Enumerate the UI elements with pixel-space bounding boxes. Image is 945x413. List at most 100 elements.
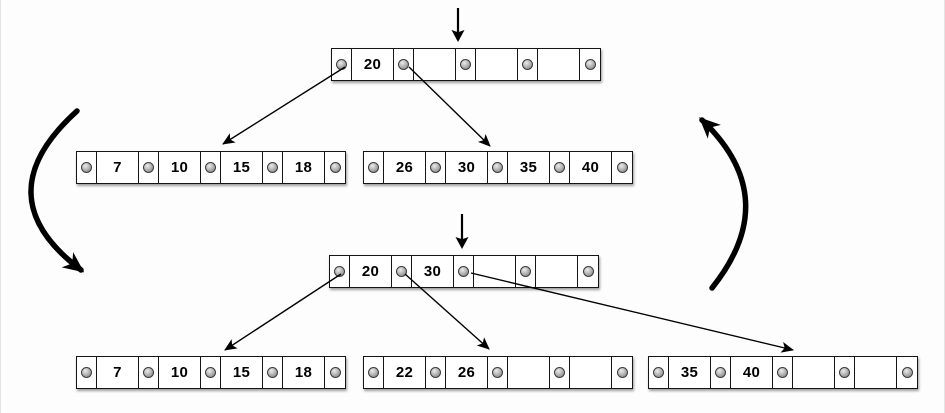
key-cell: 30 <box>412 256 454 287</box>
pointer-cell <box>773 357 793 388</box>
pointer-dot-icon <box>430 162 441 173</box>
pointer-cell <box>550 357 570 388</box>
key-cell <box>474 256 516 287</box>
cycle-arrow-right-icon <box>699 117 749 291</box>
key-cell: 15 <box>221 357 263 388</box>
pointer-dot-icon <box>458 266 469 277</box>
pointer-cell <box>332 49 352 80</box>
pointer-dot-icon <box>329 367 341 378</box>
key-cell: 20 <box>352 49 394 80</box>
pointer-cell <box>263 357 283 388</box>
key-cell: 10 <box>159 152 201 183</box>
key-cell: 15 <box>221 152 263 183</box>
key-cell: 26 <box>446 357 488 388</box>
pointer-dot-icon <box>522 59 533 70</box>
key-cell: 20 <box>350 256 392 287</box>
key-cell <box>793 357 835 388</box>
pointer-dot-icon <box>584 59 596 70</box>
key-cell: 40 <box>570 152 612 183</box>
key-cell <box>538 49 580 80</box>
pointer-cell <box>550 152 570 183</box>
pointer-cell <box>516 256 536 287</box>
pointer-cell <box>612 152 632 183</box>
pointer-cell <box>325 152 345 183</box>
pointer-cell <box>580 49 600 80</box>
key-cell <box>476 49 518 80</box>
child-pointer-arrow-before-left <box>222 66 346 145</box>
key-cell: 40 <box>731 357 773 388</box>
key-cell: 35 <box>508 152 550 183</box>
pointer-cell <box>578 256 598 287</box>
key-cell: 18 <box>283 152 325 183</box>
pointer-dot-icon <box>582 266 594 277</box>
pointer-dot-icon <box>616 367 628 378</box>
pointer-dot-icon <box>460 59 471 70</box>
key-cell <box>508 357 550 388</box>
pointer-dot-icon <box>336 59 347 70</box>
key-cell <box>414 49 456 80</box>
pointer-cell <box>392 256 412 287</box>
key-cell <box>855 357 897 388</box>
pointer-cell <box>263 152 283 183</box>
pointer-dot-icon <box>554 367 565 378</box>
pointer-dot-icon <box>430 367 441 378</box>
pointer-cell <box>426 152 446 183</box>
pointer-dot-icon <box>205 367 216 378</box>
pointer-dot-icon <box>368 367 379 378</box>
pointer-cell <box>394 49 414 80</box>
pointer-cell <box>426 357 446 388</box>
key-cell: 26 <box>384 152 426 183</box>
btree-node-after-child-right: 35 40 <box>648 356 918 389</box>
pointer-cell <box>897 357 917 388</box>
pointer-cell <box>201 357 221 388</box>
key-cell: 7 <box>97 152 139 183</box>
btree-node-before-child-right: 26 30 35 40 <box>363 151 633 184</box>
pointer-dot-icon <box>81 367 92 378</box>
pointer-dot-icon <box>554 162 565 173</box>
pointer-dot-icon <box>777 367 788 378</box>
pointer-cell <box>456 49 476 80</box>
pointer-dot-icon <box>143 162 154 173</box>
key-cell: 22 <box>384 357 426 388</box>
pointer-cell <box>330 256 350 287</box>
pointer-dot-icon <box>368 162 379 173</box>
key-cell: 30 <box>446 152 488 183</box>
pointer-dot-icon <box>653 367 664 378</box>
pointer-dot-icon <box>492 367 503 378</box>
pointer-cell <box>711 357 731 388</box>
pointer-cell <box>488 152 508 183</box>
key-cell: 35 <box>669 357 711 388</box>
key-cell: 10 <box>159 357 201 388</box>
key-cell <box>536 256 578 287</box>
pointer-cell <box>77 152 97 183</box>
btree-node-after-child-middle: 22 26 <box>363 356 633 389</box>
cycle-arrow-left-icon <box>28 108 85 273</box>
btree-node-before-child-left: 7 10 15 18 <box>76 151 346 184</box>
pointer-dot-icon <box>267 367 278 378</box>
pointer-cell <box>488 357 508 388</box>
btree-node-after-child-left: 7 10 15 18 <box>76 356 346 389</box>
pointer-cell <box>325 357 345 388</box>
pointer-dot-icon <box>81 162 92 173</box>
key-cell: 18 <box>283 357 325 388</box>
pointer-cell <box>364 152 384 183</box>
key-cell <box>570 357 612 388</box>
pointer-dot-icon <box>267 162 278 173</box>
pointer-dot-icon <box>520 266 531 277</box>
pointer-dot-icon <box>329 162 341 173</box>
pointer-cell <box>454 256 474 287</box>
pointer-dot-icon <box>396 266 407 277</box>
pointer-cell <box>612 357 632 388</box>
pointer-cell <box>518 49 538 80</box>
key-cell: 7 <box>97 357 139 388</box>
pointer-cell <box>835 357 855 388</box>
btree-node-before-root: 20 <box>331 48 601 81</box>
pointer-cell <box>364 357 384 388</box>
pointer-cell <box>77 357 97 388</box>
pointer-dot-icon <box>334 266 345 277</box>
pointer-cell <box>201 152 221 183</box>
pointer-dot-icon <box>715 367 726 378</box>
child-pointer-arrow-after-left <box>224 273 342 351</box>
